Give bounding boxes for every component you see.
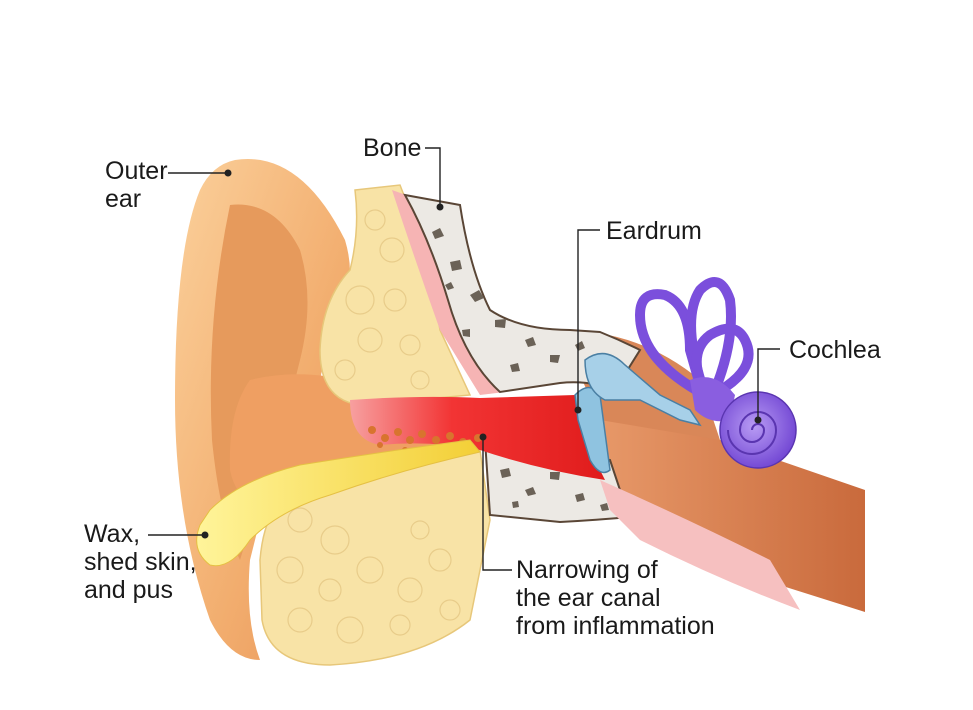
eardrum (574, 386, 611, 474)
label-eardrum: Eardrum (606, 217, 702, 245)
label-bone: Bone (363, 134, 422, 162)
inner-tissue (590, 380, 865, 612)
label-cochlea: Cochlea (789, 336, 881, 364)
label-narrowing: Narrowing of the ear canal from inflamma… (516, 556, 715, 640)
skin-lining-lower (600, 480, 800, 610)
leader-cochlea (757, 348, 780, 420)
wax-plug (196, 439, 481, 567)
semicircular-canal-3 (691, 323, 754, 400)
vestibule (690, 377, 735, 422)
leader-bone (425, 147, 441, 207)
ossicles (584, 352, 702, 427)
leader-eardrum (577, 229, 600, 410)
label-outer-ear: Outer ear (105, 157, 168, 213)
label-wax: Wax, shed skin, and pus (84, 520, 197, 604)
semicircular-canal-1 (634, 289, 710, 400)
semicircular-canal-2 (686, 277, 736, 400)
leader-narrowing (482, 437, 512, 571)
